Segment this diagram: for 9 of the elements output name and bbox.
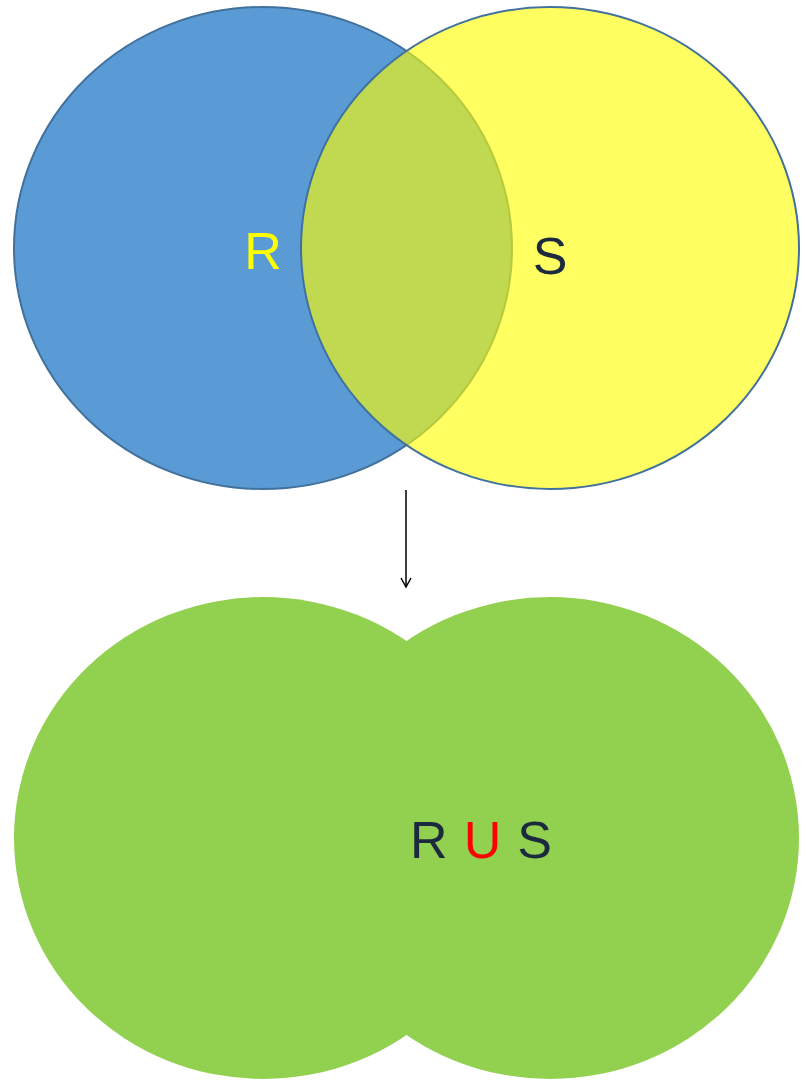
union-shape — [13, 595, 801, 1080]
set-circle — [300, 6, 800, 491]
set-label: R — [244, 225, 282, 277]
set-label: S — [517, 814, 552, 866]
set-label: U — [463, 814, 502, 866]
set-label: R — [410, 814, 448, 866]
arrow — [400, 489, 412, 588]
set-circle — [13, 6, 513, 491]
set-label: S — [532, 230, 568, 282]
